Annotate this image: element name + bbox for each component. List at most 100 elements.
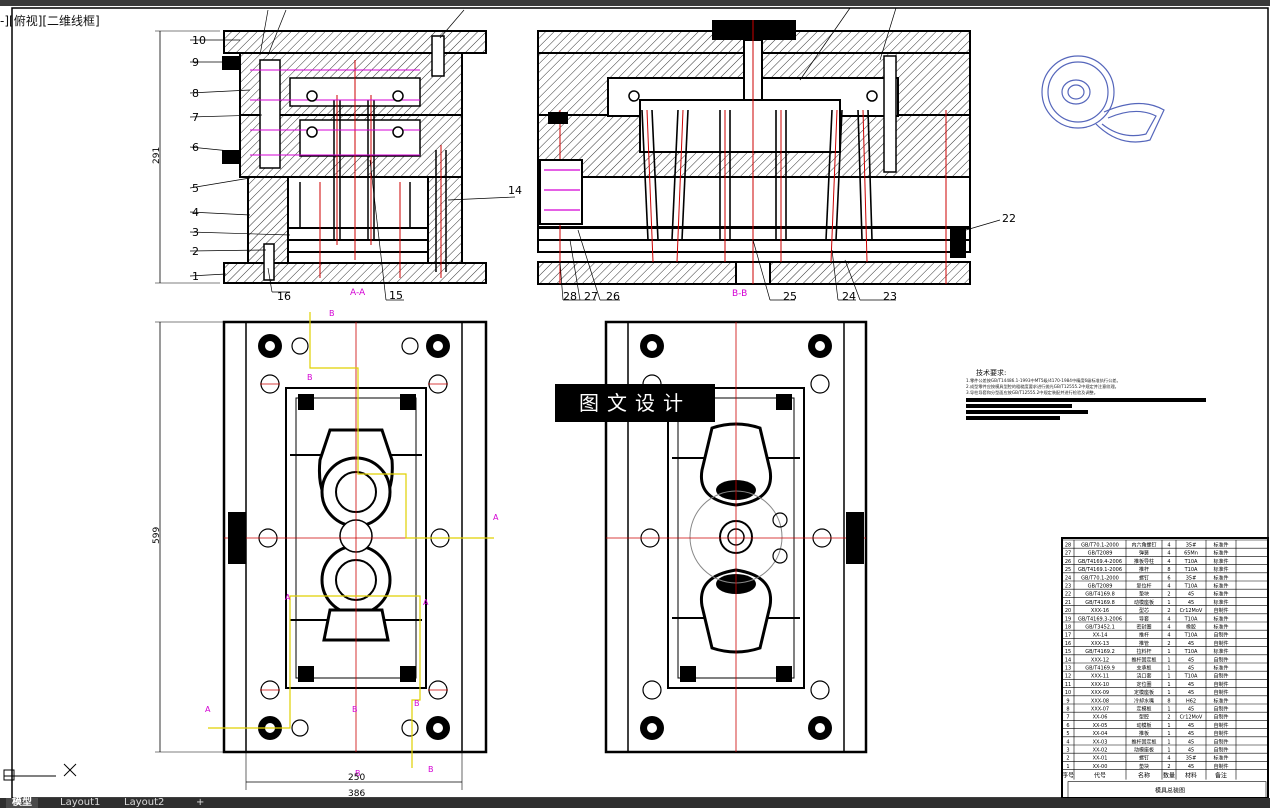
ucs-axis-icon bbox=[3, 712, 77, 781]
bom-cell: 45 bbox=[1188, 592, 1194, 598]
bom-cell: 冷却水嘴 bbox=[1134, 697, 1154, 704]
bom-cell: T10A bbox=[1184, 584, 1198, 590]
bom-cell: 自制件 bbox=[1213, 706, 1228, 713]
bom-cell: 自制件 bbox=[1213, 689, 1228, 696]
bom-cell: 45 bbox=[1188, 682, 1194, 688]
bom-cell: 自制件 bbox=[1213, 632, 1228, 639]
marker-a3: A bbox=[205, 705, 211, 714]
bom-cell: 4 bbox=[1167, 559, 1170, 565]
bom-cell: XX-06 bbox=[1093, 715, 1108, 721]
bom-cell: 标准件 bbox=[1213, 591, 1228, 598]
callout-27: 27 bbox=[584, 290, 598, 303]
isometric-part-view bbox=[1041, 55, 1165, 143]
bom-cell: 22 bbox=[1065, 592, 1071, 598]
bom-cell: 26 bbox=[1065, 559, 1071, 565]
bom-cell: 4 bbox=[1167, 633, 1170, 639]
bom-cell: 45 bbox=[1188, 723, 1194, 729]
bom-cell: 自制件 bbox=[1213, 763, 1228, 770]
tab-add[interactable]: + bbox=[196, 797, 205, 808]
bom-cell: 自制件 bbox=[1213, 714, 1228, 721]
bom-cell: 6 bbox=[1066, 723, 1069, 729]
bom-cell: 2 bbox=[1167, 592, 1170, 598]
bom-cell: 标准件 bbox=[1213, 566, 1228, 573]
bom-cell: 标准件 bbox=[1213, 558, 1228, 565]
callout-5: 5 bbox=[192, 182, 199, 195]
bom-cell: XXX-11 bbox=[1091, 674, 1109, 680]
bom-cell: 45 bbox=[1188, 666, 1194, 672]
bom-cell: 35# bbox=[1186, 543, 1197, 549]
bom-cell: 12 bbox=[1065, 674, 1071, 680]
tab-layout2[interactable]: Layout2 bbox=[124, 797, 165, 808]
bom-cell: XXX-09 bbox=[1091, 690, 1109, 696]
bom-cell: H62 bbox=[1186, 698, 1196, 704]
bom-cell: 25 bbox=[1065, 567, 1071, 573]
bom-header-cell: 数量 bbox=[1163, 772, 1175, 780]
bom-cell: 标准件 bbox=[1213, 624, 1228, 631]
marker-a4: A bbox=[285, 593, 291, 602]
title-strip bbox=[0, 0, 1270, 6]
bom-cell: XX-02 bbox=[1093, 748, 1108, 754]
bom-cell: 4 bbox=[1167, 543, 1170, 549]
marker-b3: B bbox=[352, 705, 358, 714]
dimension-386: 386 bbox=[348, 789, 365, 798]
bom-cell: T10A bbox=[1184, 616, 1198, 622]
section-label-b: B-B bbox=[732, 289, 747, 299]
viewport-controls-label[interactable]: -][俯视][二维线框] bbox=[0, 14, 100, 28]
bom-cell: XX-03 bbox=[1093, 739, 1108, 745]
bom-cell: 10 bbox=[1065, 690, 1071, 696]
bom-cell: 2 bbox=[1167, 764, 1170, 770]
bom-cell: 标准件 bbox=[1213, 615, 1228, 622]
bom-cell: 1 bbox=[1167, 674, 1170, 680]
callout-14: 14 bbox=[508, 184, 522, 197]
bom-cell: 浇口套 bbox=[1136, 673, 1151, 680]
bom-cell: 20 bbox=[1065, 608, 1071, 614]
bom-cell: 推杆固定板 bbox=[1131, 656, 1156, 663]
bom-cell: 定模板 bbox=[1136, 706, 1151, 713]
bom-cell: XX-00 bbox=[1093, 764, 1108, 770]
bom-cell: T10A bbox=[1184, 649, 1198, 655]
bom-cell: 标准件 bbox=[1213, 583, 1228, 590]
bom-cell: 推板 bbox=[1139, 730, 1149, 737]
plan-view-fixed-half bbox=[604, 320, 868, 754]
bom-cell: 动模座板 bbox=[1134, 599, 1154, 606]
bom-cell: 1 bbox=[1167, 748, 1170, 754]
tab-layout1[interactable]: Layout1 bbox=[60, 797, 101, 808]
redaction-bar bbox=[966, 404, 1072, 408]
bom-cell: 1 bbox=[1167, 649, 1170, 655]
bom-cell: GB/T2089 bbox=[1088, 584, 1113, 590]
section-label-a: A-A bbox=[350, 288, 366, 298]
bom-cell: 动模座板 bbox=[1134, 747, 1154, 754]
callout-6: 6 bbox=[192, 141, 199, 154]
bom-cell: 18 bbox=[1065, 625, 1071, 631]
callout-1: 1 bbox=[192, 270, 199, 283]
callout-4: 4 bbox=[192, 206, 199, 219]
bom-cell: 24 bbox=[1065, 575, 1071, 581]
bom-cell: 1 bbox=[1167, 657, 1170, 663]
bom-cell: 橡胶 bbox=[1186, 624, 1196, 631]
bom-cell: 标准件 bbox=[1213, 542, 1228, 549]
callout-25: 25 bbox=[783, 290, 797, 303]
bom-cell: 19 bbox=[1065, 616, 1071, 622]
bom-cell: 6 bbox=[1167, 575, 1170, 581]
bom-cell: 定模座板 bbox=[1134, 689, 1154, 696]
bom-cell: 1 bbox=[1167, 666, 1170, 672]
bom-cell: GB/T4169.3-2006 bbox=[1078, 616, 1122, 622]
tab-model[interactable]: 模型 bbox=[6, 798, 38, 808]
bom-cell: 1 bbox=[1167, 690, 1170, 696]
bom-cell: 垫块 bbox=[1139, 763, 1149, 770]
bom-cell: GB/T4169.2 bbox=[1085, 649, 1115, 655]
bom-cell: 8 bbox=[1066, 707, 1069, 713]
callout-24: 24 bbox=[842, 290, 856, 303]
dimension-599: 599 bbox=[152, 527, 162, 544]
bom-cell: 45 bbox=[1188, 600, 1194, 606]
bom-cell: 支承板 bbox=[1136, 665, 1151, 672]
bom-cell: XXX-12 bbox=[1091, 657, 1109, 663]
callout-16: 16 bbox=[277, 290, 291, 303]
bom-cell: 自制件 bbox=[1213, 673, 1228, 680]
bom-cell: T10A bbox=[1184, 567, 1198, 573]
bom-cell: 65Mn bbox=[1184, 551, 1198, 557]
bom-cell: Cr12MoV bbox=[1180, 715, 1203, 721]
bom-header-cell: 名称 bbox=[1138, 772, 1150, 780]
bom-cell: 自制件 bbox=[1213, 747, 1228, 754]
